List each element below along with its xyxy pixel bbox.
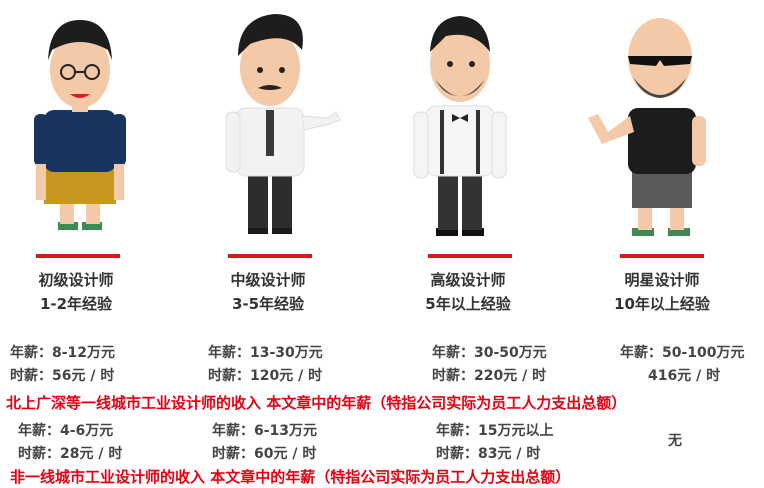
level-years: 10年以上经验 xyxy=(614,295,710,313)
star-tier2-none: 无 xyxy=(668,433,682,449)
level-years: 1-2年经验 xyxy=(39,295,113,313)
level-title: 高级设计师 xyxy=(430,271,506,289)
junior-tier1-hourly: 时薪：56元 / 时 xyxy=(10,368,115,384)
level-title: 中级设计师 xyxy=(230,271,306,289)
level-years: 3-5年经验 xyxy=(231,295,305,313)
level-title: 明星设计师 xyxy=(624,271,700,289)
intermediate-tier2-salary: 年薪：6-13万元 xyxy=(212,423,318,439)
senior-title-block: 高级设计师 5年以上经验 xyxy=(398,268,538,316)
star-tier1-hourly: 416元 / 时 xyxy=(648,368,721,384)
junior-designer-illustration xyxy=(34,20,126,230)
junior-tier2-salary: 年薪：4-6万元 xyxy=(18,423,114,439)
senior-tier1-salary: 年薪：30-50万元 xyxy=(432,345,547,361)
tier2-note: 非一线城市工业设计师的收入 本文章中的年薪（特指公司实际为员工人力支出总额） xyxy=(10,468,571,486)
senior-underline xyxy=(428,254,512,258)
star-designer-illustration xyxy=(588,18,706,236)
junior-title-block: 初级设计师 1-2年经验 xyxy=(6,268,146,316)
senior-designer-illustration xyxy=(413,16,507,236)
level-title: 初级设计师 xyxy=(38,271,114,289)
intermediate-title-block: 中级设计师 3-5年经验 xyxy=(198,268,338,316)
intermediate-tier1-hourly: 时薪：120元 / 时 xyxy=(208,368,323,384)
intermediate-tier2-hourly: 时薪：60元 / 时 xyxy=(212,446,317,462)
intermediate-designer-illustration xyxy=(225,14,341,234)
junior-tier2-hourly: 时薪：28元 / 时 xyxy=(18,446,123,462)
level-years: 5年以上经验 xyxy=(425,295,511,313)
star-tier1-salary: 年薪：50-100万元 xyxy=(620,345,745,361)
junior-tier1-salary: 年薪：8-12万元 xyxy=(10,345,116,361)
star-title-block: 明星设计师 10年以上经验 xyxy=(592,268,732,316)
tier1-note: 北上广深等一线城市工业设计师的收入 本文章中的年薪（特指公司实际为员工人力支出总… xyxy=(6,394,627,412)
senior-tier2-salary: 年薪：15万元以上 xyxy=(436,423,554,439)
senior-tier2-hourly: 时薪：83元 / 时 xyxy=(436,446,541,462)
star-underline xyxy=(620,254,704,258)
intermediate-underline xyxy=(228,254,312,258)
senior-tier1-hourly: 时薪：220元 / 时 xyxy=(432,368,547,384)
intermediate-tier1-salary: 年薪：13-30万元 xyxy=(208,345,323,361)
junior-underline xyxy=(36,254,120,258)
